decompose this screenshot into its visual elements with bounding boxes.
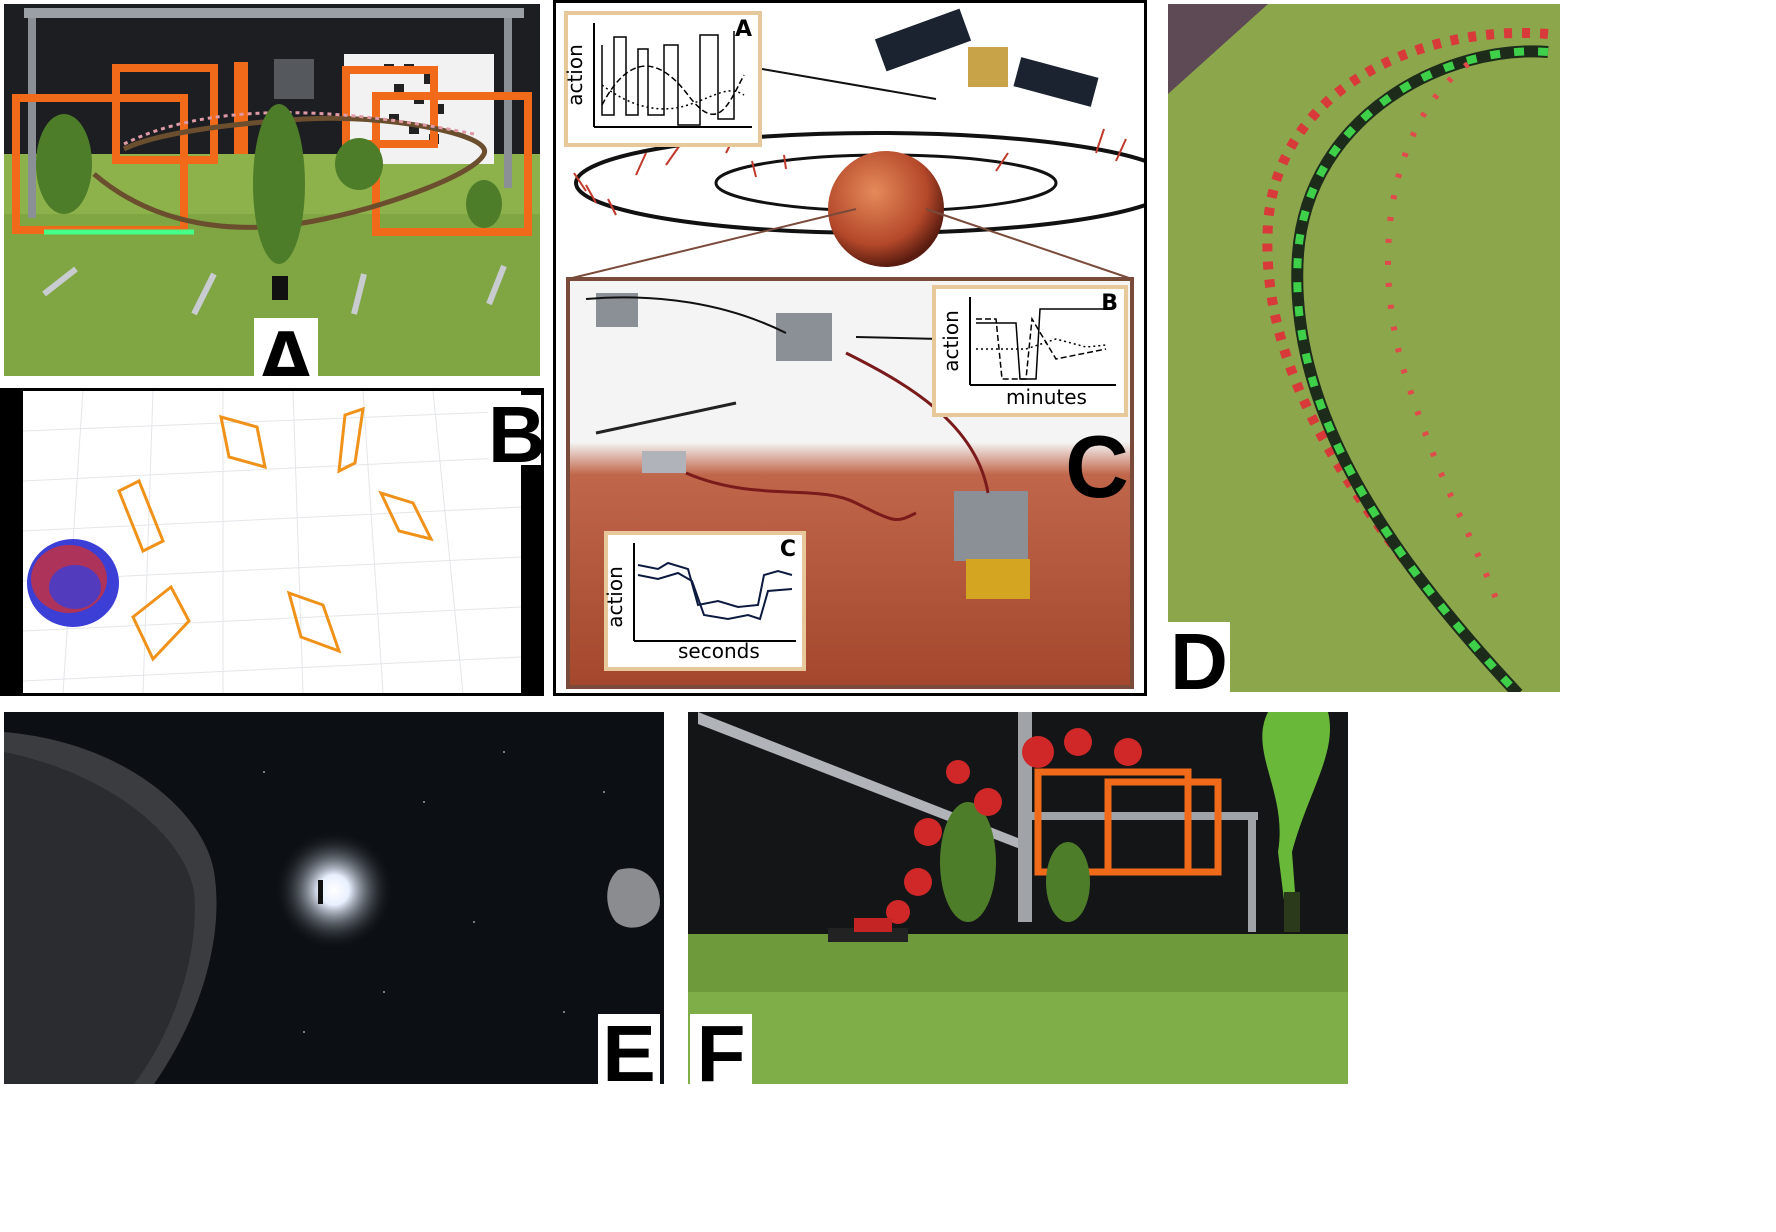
panel-e-asteroid-scene: E [4,712,664,1084]
inset-a-letter: A [734,17,752,42]
arena-photo [4,4,540,376]
inset-b-ylabel: action [938,310,963,372]
inset-c-action-plot: C action seconds [602,531,806,671]
panel-c-label: C [1065,417,1129,516]
panel-a-label: A [254,318,318,376]
panel-b-label: B [488,390,544,479]
inset-c-ylabel: action [602,566,627,628]
panel-d-label: D [1168,622,1230,692]
inset-c-letter: C [779,537,796,562]
panel-e-label: E [598,1014,660,1084]
inset-a-action-plot: A action [562,11,762,147]
inset-a-ylabel: action [562,44,587,106]
drone-flight-photo [688,712,1348,1084]
satellite-illustration [874,8,1099,107]
quadrotor-drone [828,918,908,942]
trajectory-photo [1168,4,1549,692]
simulation-render [22,391,522,693]
panel-c-space-missions: A action B action minutes C action secon… [553,0,1147,696]
inset-c-xlabel: seconds [678,639,760,663]
drone-swarm-cluster [27,539,119,627]
panel-a-drone-arena: A [4,4,540,376]
inset-b-letter: B [1101,291,1118,316]
inset-b-action-plot: B action minutes [932,285,1128,417]
panel-b-simulation: B [0,388,544,696]
panel-d-trajectories: D [1168,4,1560,692]
inset-b-xlabel: minutes [1006,385,1087,409]
panel-f-drone-flight: F [688,712,1348,1084]
asteroid-render [4,732,660,1084]
panel-f-label: F [690,1014,752,1084]
